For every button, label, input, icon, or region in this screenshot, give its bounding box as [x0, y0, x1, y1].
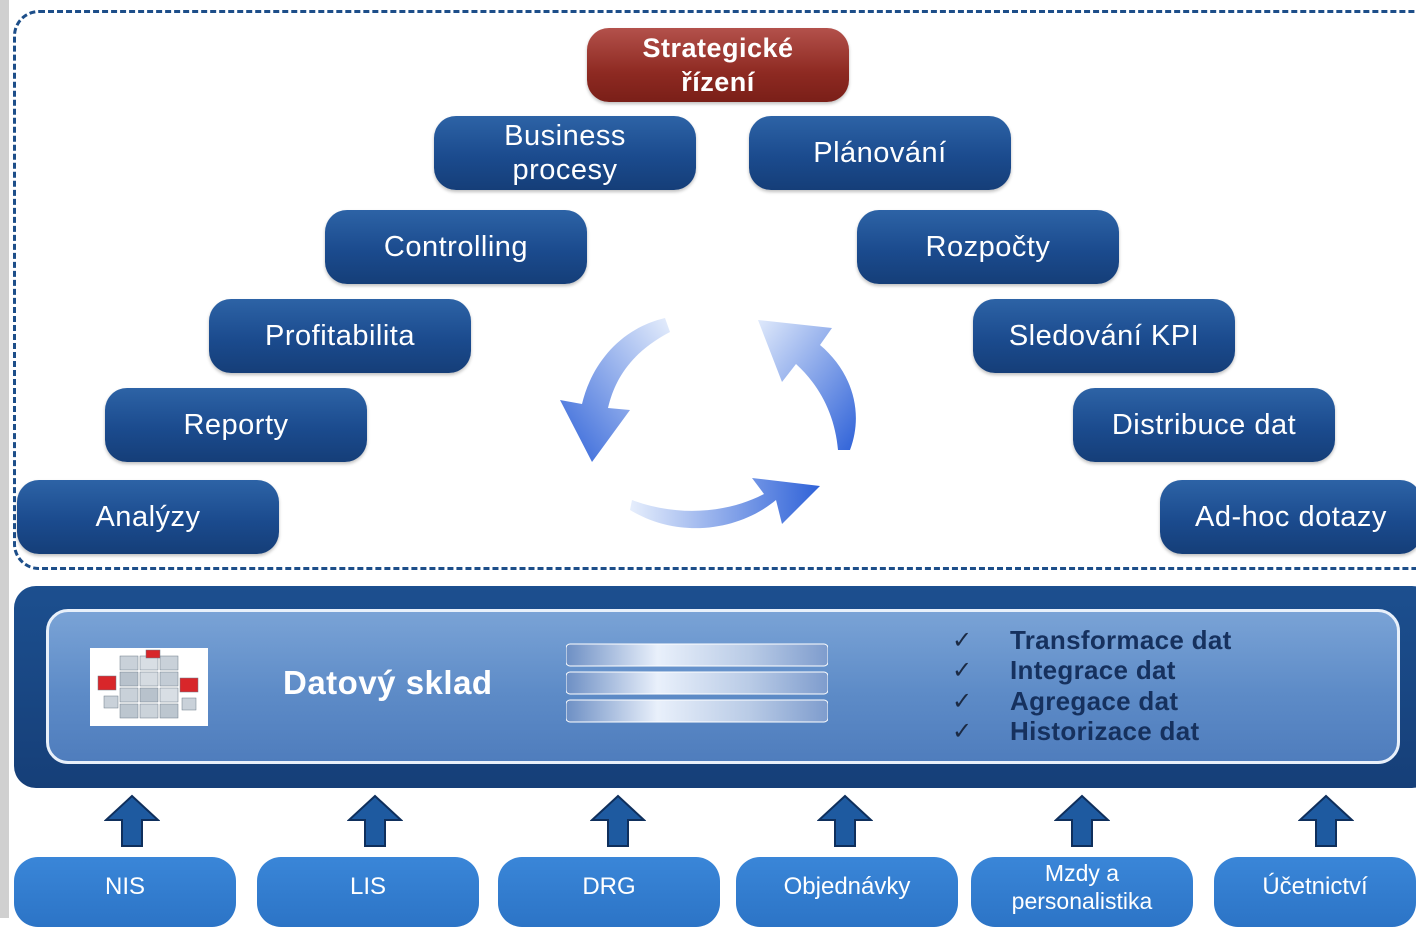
- analytics-layer-frame: [13, 10, 1416, 570]
- check-icon: ✓: [952, 657, 973, 685]
- business-processes-box: Business procesy: [434, 116, 696, 190]
- list-item: ✓ Agregace dat: [952, 686, 1232, 717]
- warehouse-functions-list: ✓ Transformace dat ✓ Integrace dat ✓ Agr…: [952, 625, 1232, 747]
- kpi-tracking-box: Sledování KPI: [973, 299, 1235, 373]
- source-payroll-hr: Mzdy a personalistika: [971, 857, 1193, 927]
- up-arrow-icon: [590, 794, 646, 847]
- data-cube-icon: [90, 648, 208, 726]
- profitability-box: Profitabilita: [209, 299, 471, 373]
- source-lis: LIS: [257, 857, 479, 927]
- check-icon: ✓: [952, 718, 973, 746]
- left-edge-strip: [0, 0, 9, 918]
- up-arrow-icon: [1054, 794, 1110, 847]
- source-orders: Objednávky: [736, 857, 958, 927]
- analyses-box: Analýzy: [17, 480, 279, 554]
- source-accounting: Účetnictví: [1214, 857, 1416, 927]
- function-label: Integrace dat: [1010, 655, 1176, 686]
- list-item: ✓ Transformace dat: [952, 625, 1232, 656]
- function-label: Transformace dat: [1010, 624, 1232, 655]
- list-item: ✓ Historizace dat: [952, 716, 1232, 748]
- function-label: Historizace dat: [1010, 716, 1200, 747]
- source-drg: DRG: [498, 857, 720, 927]
- check-icon: ✓: [952, 687, 973, 715]
- cycle-arrows-icon: [560, 318, 856, 529]
- check-icon: ✓: [952, 626, 973, 654]
- controlling-box: Controlling: [325, 210, 587, 284]
- up-arrow-icon: [1298, 794, 1354, 847]
- function-label: Agregace dat: [1010, 685, 1179, 716]
- up-arrow-icon: [347, 794, 403, 847]
- database-icon: [566, 643, 828, 723]
- source-nis: NIS: [14, 857, 236, 927]
- planning-box: Plánování: [749, 116, 1011, 190]
- adhoc-queries-box: Ad-hoc dotazy: [1160, 480, 1416, 554]
- data-warehouse-title: Datový sklad: [283, 664, 493, 701]
- strategic-management-box: Strategické řízení: [587, 28, 849, 102]
- list-item: ✓ Integrace dat: [952, 655, 1232, 687]
- budgets-box: Rozpočty: [857, 210, 1119, 284]
- reports-box: Reporty: [105, 388, 367, 462]
- up-arrow-icon: [817, 794, 873, 847]
- up-arrow-icon: [104, 794, 160, 847]
- data-distribution-box: Distribuce dat: [1073, 388, 1335, 462]
